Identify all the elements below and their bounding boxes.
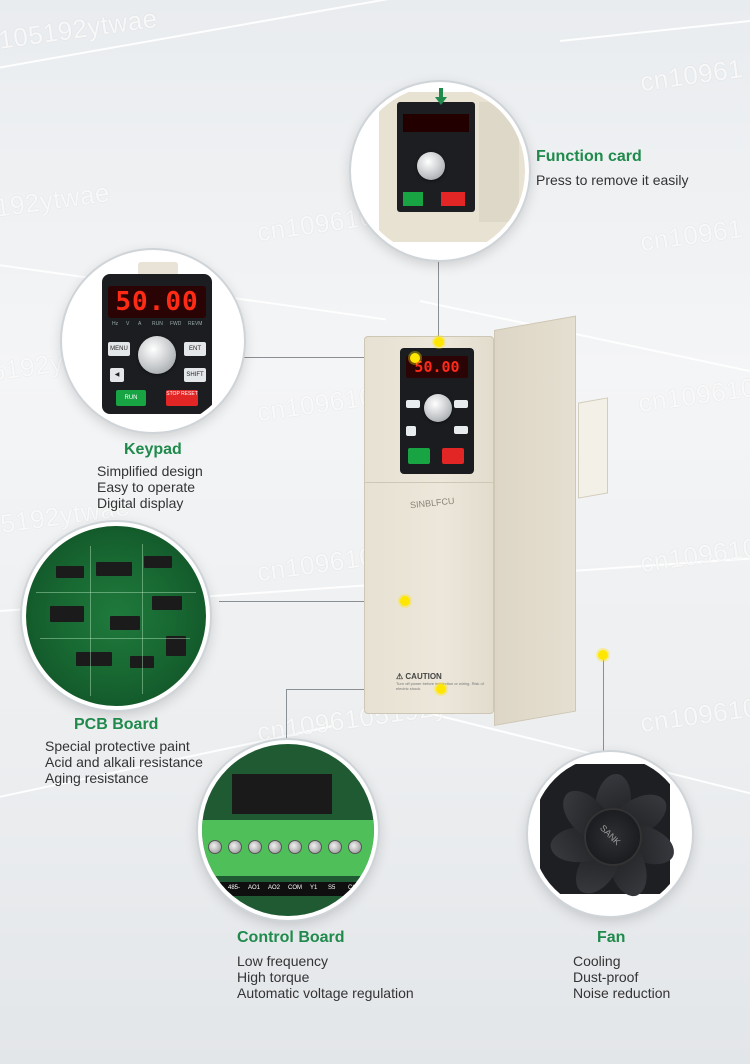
fan-image: SANK (540, 764, 679, 902)
keypad-desc-3: Digital display (97, 495, 184, 511)
inverter-keypad: 50.00 (400, 348, 474, 474)
function-card-desc: Press to remove it easily (536, 172, 689, 188)
control-board-title: Control Board (237, 929, 345, 946)
down-arrow-icon (435, 88, 447, 106)
keypad-stop-button[interactable]: STOP RESET (166, 390, 198, 406)
keypad-desc-1: Simplified design (97, 463, 203, 479)
keypad-led-row: Hz V A RUN FWD REVM (112, 321, 203, 327)
pcb-board-closeup (22, 522, 210, 710)
keypad-left-button[interactable]: ◀ (110, 368, 124, 382)
pcb-board-desc-3: Aging resistance (45, 770, 149, 786)
inverter-btn-run (408, 448, 430, 464)
keypad-closeup: 50.00 Hz V A RUN FWD REVM MENU ENT ◀ SHI… (62, 250, 244, 432)
function-card-keypad (397, 102, 475, 212)
inverter-btn-menu (406, 400, 420, 408)
fan-desc-2: Dust-proof (573, 969, 639, 985)
inverter-side-panel (494, 315, 576, 726)
hotspot-fan (598, 650, 608, 660)
keypad-body: 50.00 Hz V A RUN FWD REVM MENU ENT ◀ SHI… (102, 274, 212, 414)
inverter-display: 50.00 (406, 356, 468, 378)
inverter-btn-ent (454, 400, 468, 408)
control-board-image: 485+ 485- AO1 AO2 COM Y1 S5 COM (202, 744, 374, 916)
caution-label: ⚠ CAUTION Turn off power before inspecti… (396, 672, 492, 708)
hotspot-control-board (436, 684, 446, 694)
connector-line-control-board-h (286, 689, 440, 690)
connector-line-pcb (219, 601, 405, 602)
hotspot-function-card (434, 337, 444, 347)
inverter-btn-shift (454, 426, 468, 434)
pcb-board-desc-2: Acid and alkali resistance (45, 754, 203, 770)
keypad-shift-button[interactable]: SHIFT (184, 368, 206, 382)
rating-sticker (578, 397, 608, 499)
fan-desc-1: Cooling (573, 953, 621, 969)
fan-desc-3: Noise reduction (573, 985, 671, 1001)
hotspot-keypad (410, 353, 420, 363)
terminal-labels: 485+ 485- AO1 AO2 COM Y1 S5 COM (202, 882, 374, 896)
keypad-knob[interactable] (138, 336, 176, 374)
keypad-menu-button[interactable]: MENU (108, 342, 130, 356)
keypad-display: 50.00 (108, 286, 206, 318)
connector-line-keypad (243, 357, 413, 358)
function-card-title: Function card (536, 148, 642, 165)
function-card-closeup (351, 82, 529, 260)
fan-hub: SANK (586, 810, 640, 864)
connector-line-fan (603, 656, 604, 752)
pcb-board-title: PCB Board (74, 716, 159, 733)
function-card-panel (379, 92, 525, 242)
inverter-lower-cover (364, 482, 494, 714)
keypad-run-button[interactable]: RUN (116, 390, 146, 406)
connector-line-control-board-v (286, 689, 287, 743)
control-board-closeup: 485+ 485- AO1 AO2 COM Y1 S5 COM (198, 740, 378, 920)
hotspot-pcb (400, 596, 410, 606)
keypad-desc-2: Easy to operate (97, 479, 196, 495)
fan-hub-label: SANK (598, 822, 623, 848)
caution-title: ⚠ CAUTION (396, 672, 442, 681)
inverter-btn-left (406, 426, 416, 436)
pcb-image (26, 526, 206, 706)
control-board-desc-2: High torque (237, 969, 310, 985)
keypad-title: Keypad (124, 441, 182, 458)
fan-title: Fan (597, 929, 626, 946)
control-board-desc-1: Low frequency (237, 953, 329, 969)
control-board-desc-3: Automatic voltage regulation (237, 985, 414, 1001)
connector-line-function-card (438, 222, 439, 340)
pcb-board-desc-1: Special protective paint (45, 738, 190, 754)
inverter-btn-stop (442, 448, 464, 464)
inverter-knob (424, 394, 452, 422)
terminal-block (202, 820, 374, 876)
fan-closeup: SANK (528, 752, 692, 916)
caution-text: Turn off power before inspection or wiri… (396, 681, 484, 691)
keypad-ent-button[interactable]: ENT (184, 342, 206, 356)
